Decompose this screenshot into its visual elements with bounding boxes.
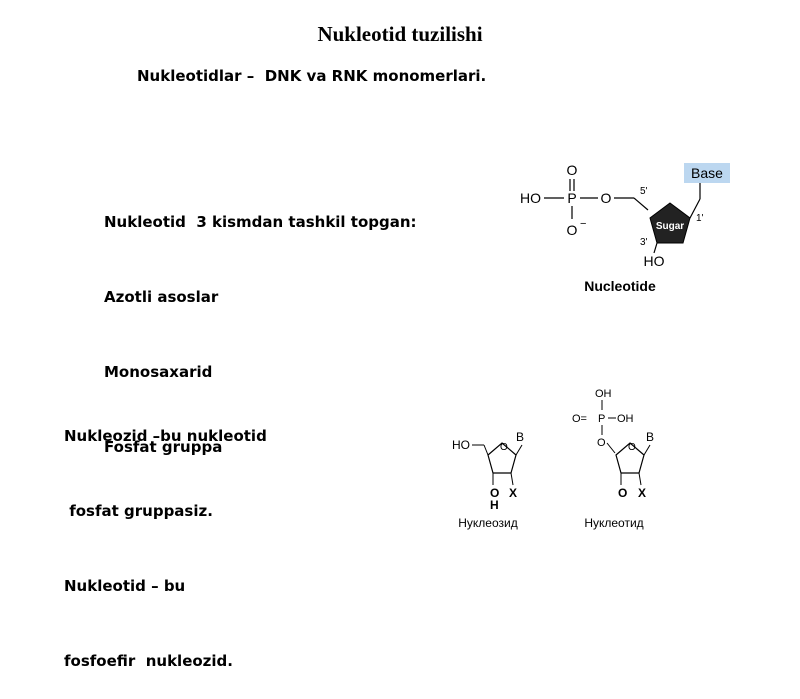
definition-line: Nukleotid – bu <box>64 577 186 595</box>
nucleotide-small-caption: Нуклеотид <box>584 516 643 530</box>
component-item: Fosfat gruppa <box>104 438 223 456</box>
nucleoside-oxygen: O <box>490 486 499 500</box>
nucleotide-small-o-eq: O= <box>572 413 587 425</box>
nucleoside-hydrogen: H <box>490 498 499 512</box>
nucleoside-ho-label: HO <box>452 438 470 452</box>
page-title: Nukleotid tuzilishi <box>317 22 483 46</box>
nucleoside-definition: Nukleozid –bu nukleotid fosfat gruppasiz… <box>64 374 267 699</box>
carbon-1-label: 1' <box>696 213 704 224</box>
nucleotide-small-linking-oxygen: O <box>597 437 606 449</box>
definition-line: Nukleozid –bu nukleotid <box>64 427 267 445</box>
nucleotide-small-x-label: X <box>638 486 646 500</box>
nucleotide-structure-diagram: O HO P O O − 5' Sugar 1' Base 3' HO Nucl… <box>520 162 730 294</box>
nucleotide-small-phosphorus: P <box>598 413 605 425</box>
nucleoside-structure: HO O B O H X Нуклеозид <box>452 430 524 530</box>
nucleotide-small-structure: OH O= P OH O O B O X Нуклеотид <box>572 388 654 530</box>
definition-line: fosfoefir nukleozid. <box>64 652 233 670</box>
charge-minus: − <box>580 218 586 230</box>
subtitle: Nukleotidlar – DNK va RNK monomerlari. <box>137 67 487 85</box>
nucleoside-ring-oxygen: O <box>500 442 508 453</box>
carbon-5-label: 5' <box>640 186 648 197</box>
definition-line: fosfat gruppasiz. <box>64 502 213 520</box>
nucleoside-nucleotide-diagram: HO O B O H X Нуклеозид OH O= P OH O O B … <box>452 388 654 530</box>
component-item: Monosaxarid <box>104 363 213 381</box>
base-label: Base <box>691 165 723 181</box>
hydroxyl-3-label: HO <box>644 253 665 269</box>
nucleotide-small-oh-right: OH <box>617 413 634 425</box>
components-list: Nukleotid 3 kismdan tashkil topgan: Azot… <box>104 160 417 485</box>
nucleotide-small-ring-oxygen: O <box>628 442 636 453</box>
phosphorus-label: P <box>567 190 576 206</box>
hydroxyl-label: HO <box>520 190 541 206</box>
nucleotide-caption: Nucleotide <box>584 278 656 294</box>
nucleotide-small-base-label: B <box>646 430 654 444</box>
nucleotide-small-oxygen: O <box>618 486 627 500</box>
nucleoside-caption: Нуклеозид <box>458 516 517 530</box>
nucleotide-small-oh-top: OH <box>595 388 612 400</box>
carbon-3-label: 3' <box>640 237 648 248</box>
nucleoside-x-label: X <box>509 486 517 500</box>
linking-oxygen: O <box>601 190 612 206</box>
component-item: Azotli asoslar <box>104 288 219 306</box>
phosphate-bottom-oxygen: O <box>567 222 578 238</box>
nucleoside-base-label: B <box>516 430 524 444</box>
components-heading: Nukleotid 3 kismdan tashkil topgan: <box>104 213 417 231</box>
phosphate-top-oxygen: O <box>567 162 578 178</box>
base-highlight <box>684 163 730 183</box>
sugar-label: Sugar <box>656 221 684 232</box>
